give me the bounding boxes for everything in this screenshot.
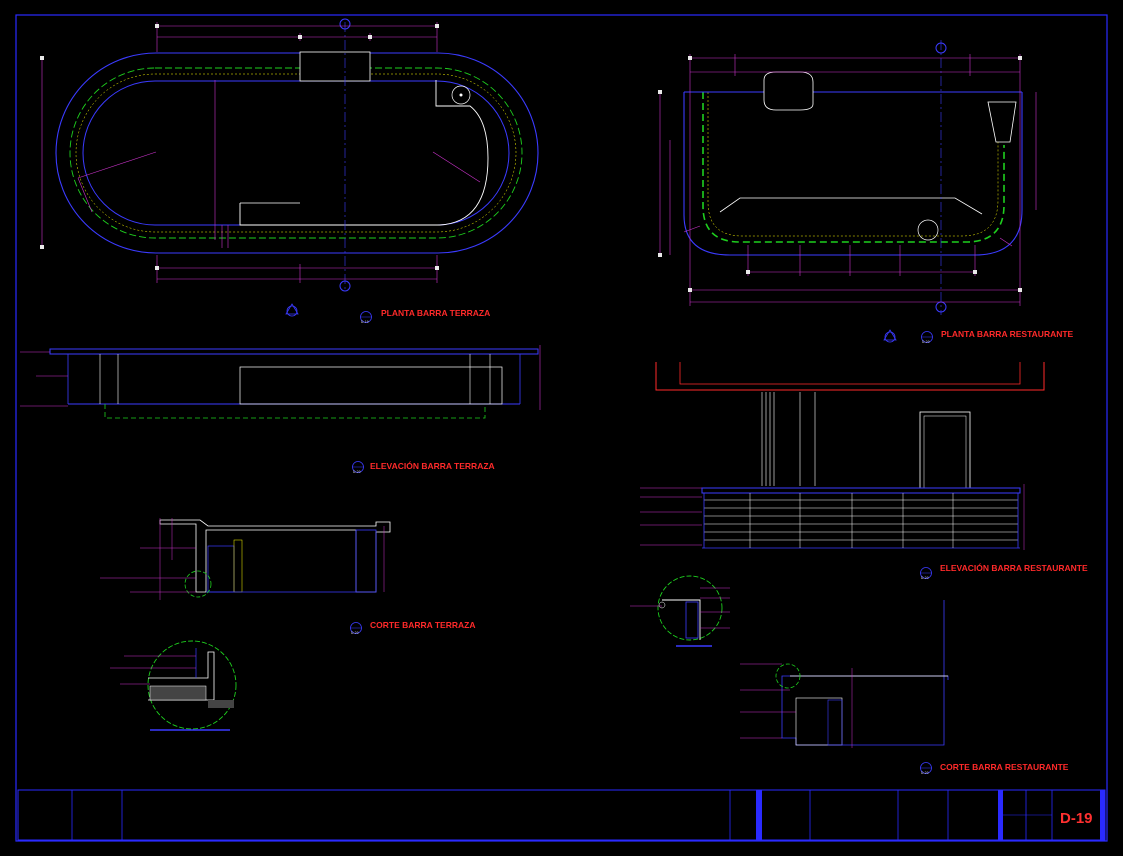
elevacion-barra-restaurante: D-20 ELEVACIÓN BARRA RESTAURANTE [640,362,1088,580]
corte-restaurante-profile [781,600,949,746]
sink-circle [451,85,471,105]
restaurante-outer-outline [683,92,1023,256]
terraza-yellow-line [75,73,517,233]
restaurante-hidden-line [702,92,1005,243]
terraza-dimensions [41,22,481,283]
restaurante-sink [917,219,939,241]
planta-terraza-title: PLANTA BARRA TERRAZA [381,308,490,318]
corte-terraza-profile [159,519,391,593]
restaurante-dimensions [659,54,1037,306]
restaurante-niche [763,71,814,111]
planta-terraza-ref: D-19 [361,320,369,324]
elevacion-restaurante-title: ELEVACIÓN BARRA RESTAURANTE [940,562,1088,573]
corte-restaurante-title: CORTE BARRA RESTAURANTE [940,762,1069,772]
terraza-counter [239,80,489,226]
corte-terraza-ref: D-20 [351,631,359,635]
corte-terraza-title: CORTE BARRA TERRAZA [370,620,475,630]
elevacion-terraza-ref: D-20 [353,470,361,474]
sheet-code: D-19 [1060,810,1093,827]
elevacion-terraza-title: ELEVACIÓN BARRA TERRAZA [370,460,495,471]
terraza-outer-outline [55,52,539,254]
elevacion-barra-terraza: D-20 ELEVACIÓN BARRA TERRAZA [20,345,541,474]
terraza-hidden-line [69,67,523,239]
sheet-border [15,14,1108,842]
elevacion-restaurante-ref: D-20 [921,576,929,580]
terraza-dim-ticks [40,24,439,270]
terraza-opening [299,51,371,82]
planta-restaurante-ref: D-20 [922,340,930,344]
corte-restaurante-ref: D-20 [921,771,929,775]
restaurante-counter [719,197,983,215]
title-block: D-19 [17,789,1106,841]
detalle-terraza [110,640,237,731]
corte-barra-restaurante: D-20 CORTE BARRA RESTAURANTE [740,600,1069,775]
planta-barra-restaurante: D-20 PLANTA BARRA RESTAURANTE [658,40,1074,344]
detalle-restaurante [630,575,730,647]
planta-restaurante-title: PLANTA BARRA RESTAURANTE [941,329,1074,339]
restaurante-glass-rack [987,101,1017,143]
planta-barra-terraza: D-19 PLANTA BARRA TERRAZA [40,18,539,324]
corte-barra-terraza: D-20 CORTE BARRA TERRAZA [100,518,475,635]
